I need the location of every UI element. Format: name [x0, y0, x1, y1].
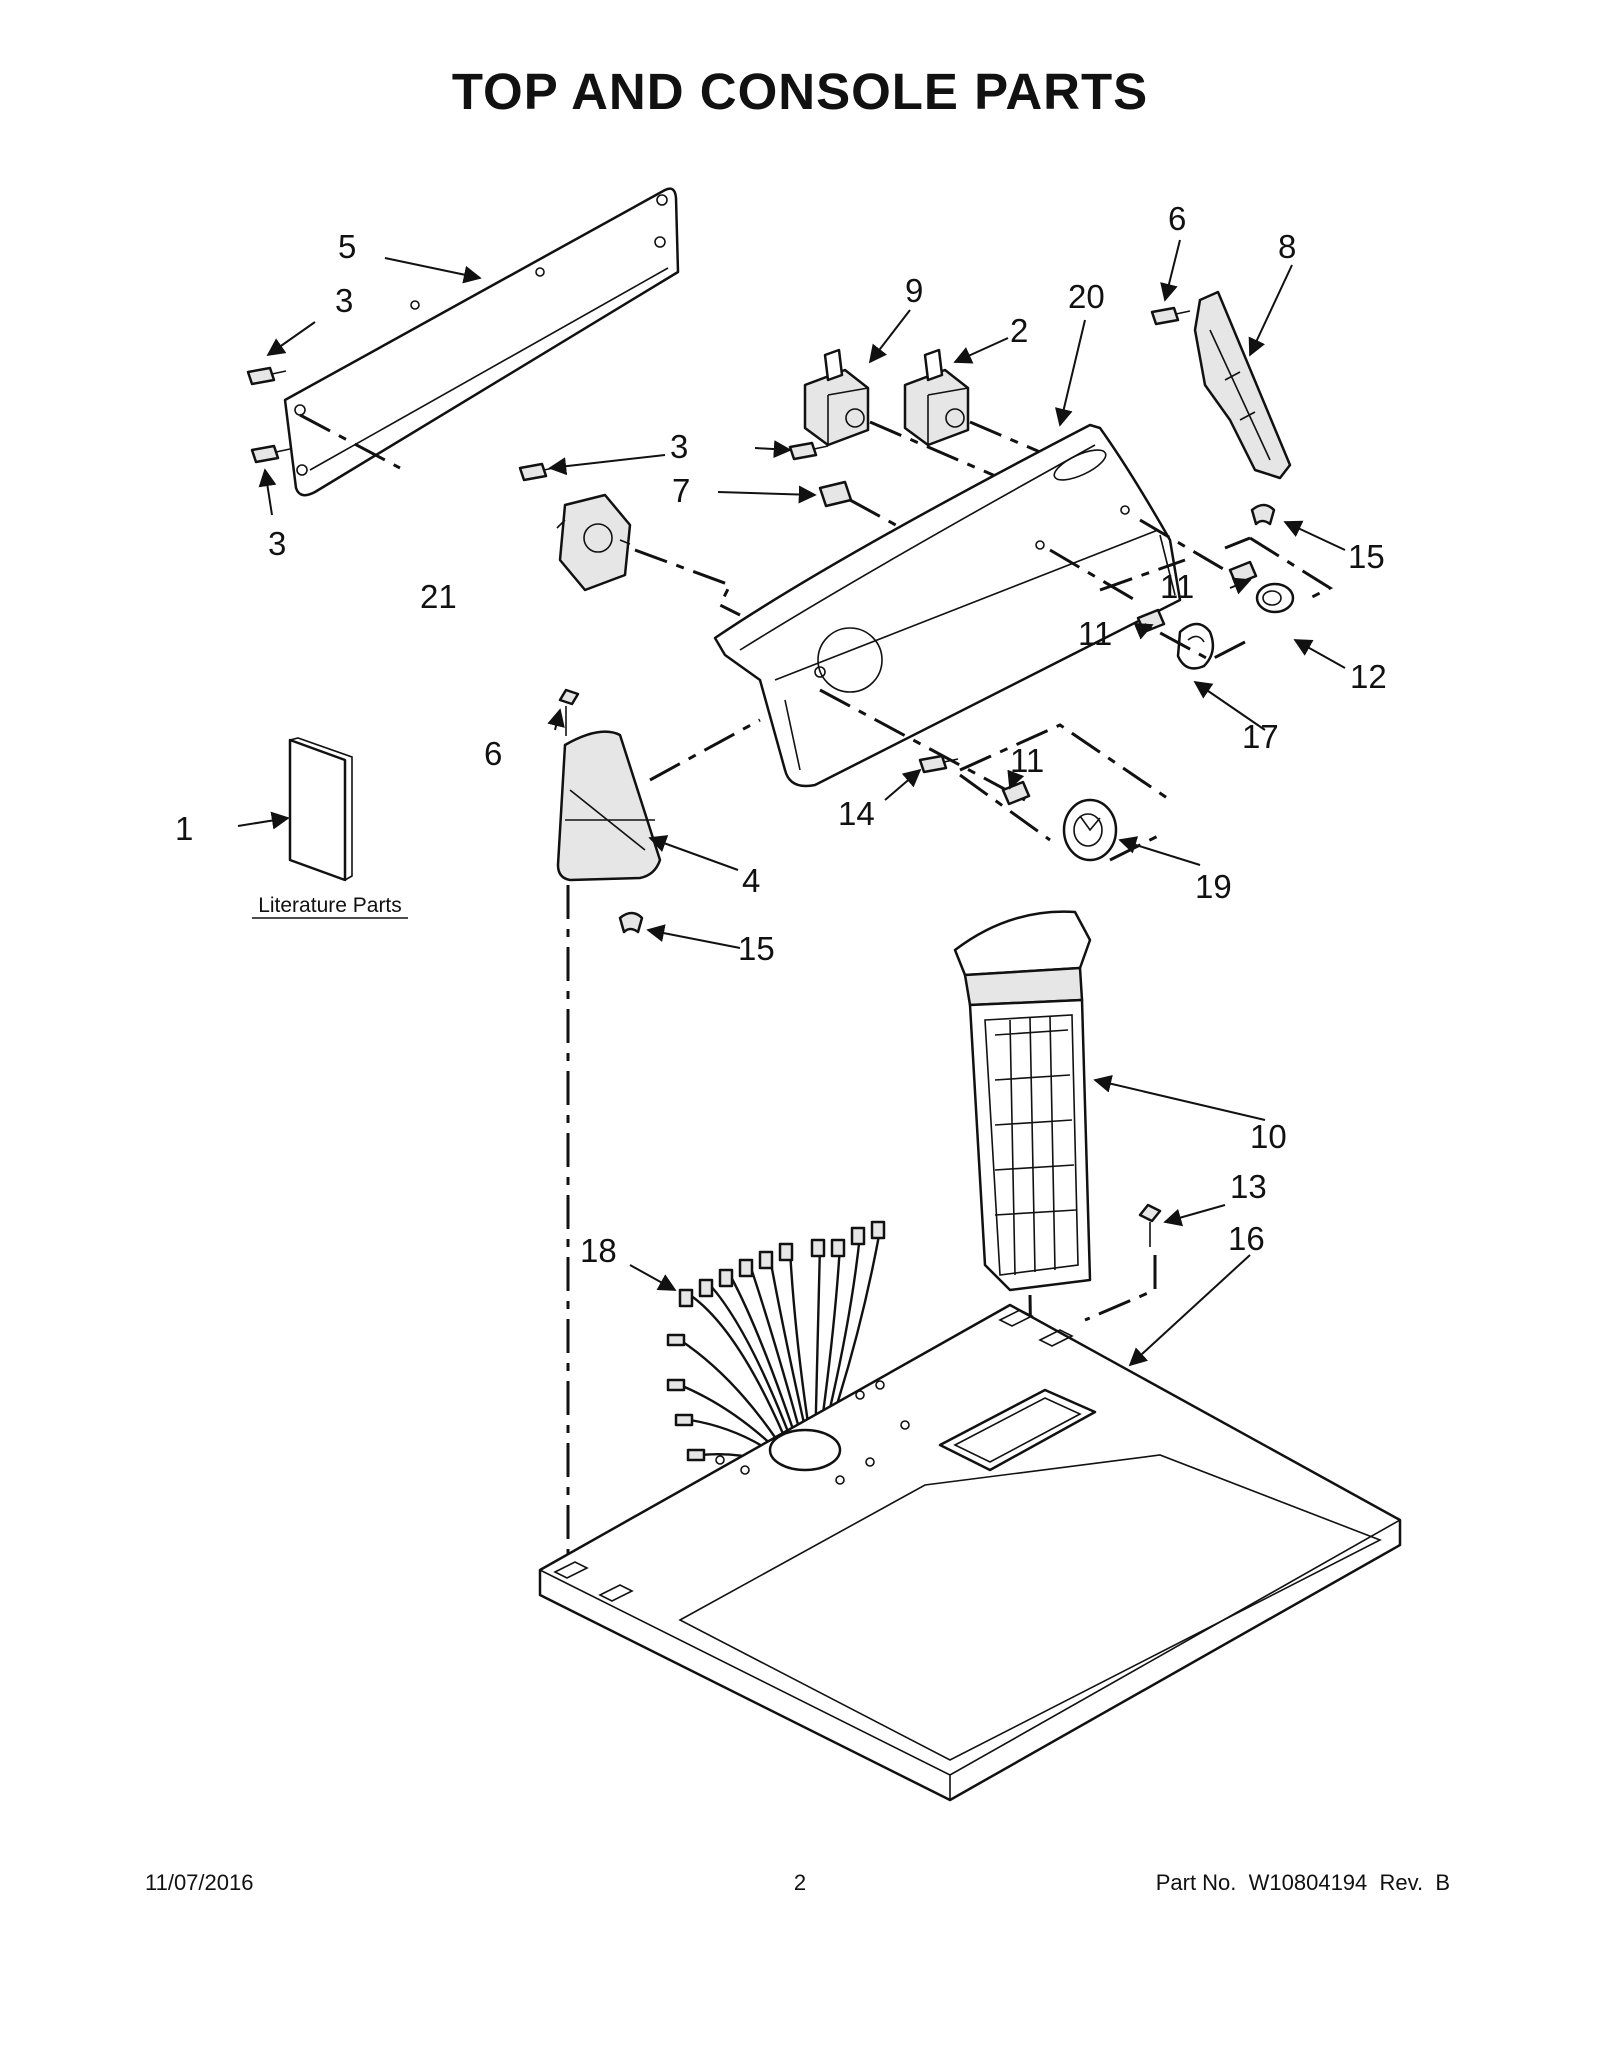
leader-lines	[237, 239, 1346, 1367]
callout-19: 19	[1195, 868, 1232, 905]
part-2-switch	[903, 348, 1041, 454]
callout-3: 3	[268, 525, 286, 562]
literature-parts-label: Literature Parts	[258, 894, 402, 917]
callout-11: 11	[1010, 742, 1044, 779]
part-15-clip-right	[1250, 503, 1276, 526]
callout-21: 21	[420, 578, 457, 615]
selector-frame-upper	[1099, 536, 1334, 662]
callout-labels: 5 3 3 3 7 9 2 20 6 8 15 11 12 11 17 21 6…	[175, 200, 1387, 1269]
callout-2: 2	[1010, 312, 1028, 349]
callout-8: 8	[1278, 228, 1296, 265]
callout-6: 6	[1168, 200, 1186, 237]
callout-20: 20	[1068, 278, 1105, 315]
callout-11: 11	[1160, 568, 1194, 605]
callout-10: 10	[1250, 1118, 1287, 1155]
part-18-wire-harness	[666, 1220, 886, 1506]
callout-15: 15	[1348, 538, 1385, 575]
callout-18: 18	[580, 1232, 617, 1269]
callout-7: 7	[672, 472, 690, 509]
callout-15: 15	[738, 930, 775, 967]
callout-4: 4	[742, 862, 760, 899]
part-15-clip-left	[618, 911, 644, 934]
callout-5: 5	[338, 228, 356, 265]
part-3-screw-left-top	[246, 366, 287, 386]
part-20-console	[713, 423, 1226, 802]
part-1-literature: Literature Parts	[252, 737, 408, 919]
part-3-screw-center	[788, 441, 829, 461]
part-9-switch	[803, 348, 1001, 480]
callout-17: 17	[1242, 718, 1279, 755]
part-8-bracket	[1193, 290, 1292, 480]
part-4-end-cap	[556, 718, 761, 1600]
part-16-top-panel	[538, 1303, 1402, 1802]
callout-12: 12	[1350, 658, 1387, 695]
part-19-knob	[1062, 798, 1118, 862]
part-12-knob	[1255, 582, 1295, 614]
part-11-coupler-lower	[1001, 780, 1031, 806]
callout-14: 14	[838, 795, 875, 832]
callout-3: 3	[335, 282, 353, 319]
page-title: TOP AND CONSOLE PARTS	[451, 63, 1149, 120]
callout-6: 6	[484, 735, 502, 772]
part-3-screw-timer	[518, 462, 559, 482]
footer-page-number: 2	[793, 1870, 807, 1895]
part-6-screw-right	[1150, 306, 1191, 326]
part-6-screw-left	[558, 688, 580, 736]
part-10-lint-screen	[953, 910, 1092, 1421]
callout-9: 9	[905, 272, 923, 309]
part-13-screw	[1084, 1203, 1162, 1322]
footer-date: 11/07/2016	[145, 1870, 254, 1895]
part-5-rear-panel	[283, 187, 680, 497]
part-7-clip	[818, 480, 906, 532]
part-14-screw	[918, 754, 959, 774]
footer-part-number: Part No. W10804194 Rev. B	[1155, 1870, 1450, 1895]
callout-3: 3	[670, 428, 688, 465]
part-3-screw-left-bottom	[250, 444, 291, 464]
callout-13: 13	[1230, 1168, 1267, 1205]
callout-16: 16	[1228, 1220, 1265, 1257]
callout-1: 1	[175, 810, 193, 847]
part-21-timer	[556, 493, 741, 617]
callout-11: 11	[1078, 615, 1112, 652]
part-11-coupler-upper	[1228, 560, 1258, 586]
